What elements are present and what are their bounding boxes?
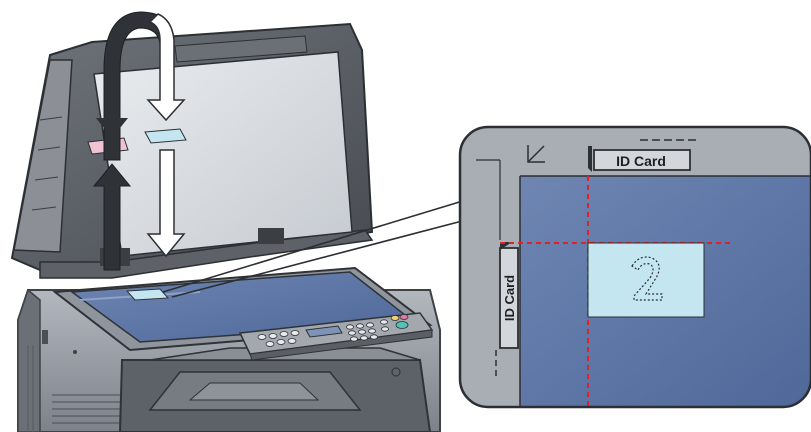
- copier-body: [18, 268, 440, 432]
- document-lid: [12, 24, 372, 278]
- id-card: [588, 243, 704, 317]
- id-card-side-label: ID Card: [502, 275, 517, 321]
- lid-mat: [94, 52, 352, 256]
- card-front-on-lid: [145, 129, 186, 143]
- id-card-top-label: ID Card: [616, 153, 666, 169]
- zoom-inset: ID Card ID Card: [460, 127, 811, 416]
- card-on-glass: [127, 289, 168, 300]
